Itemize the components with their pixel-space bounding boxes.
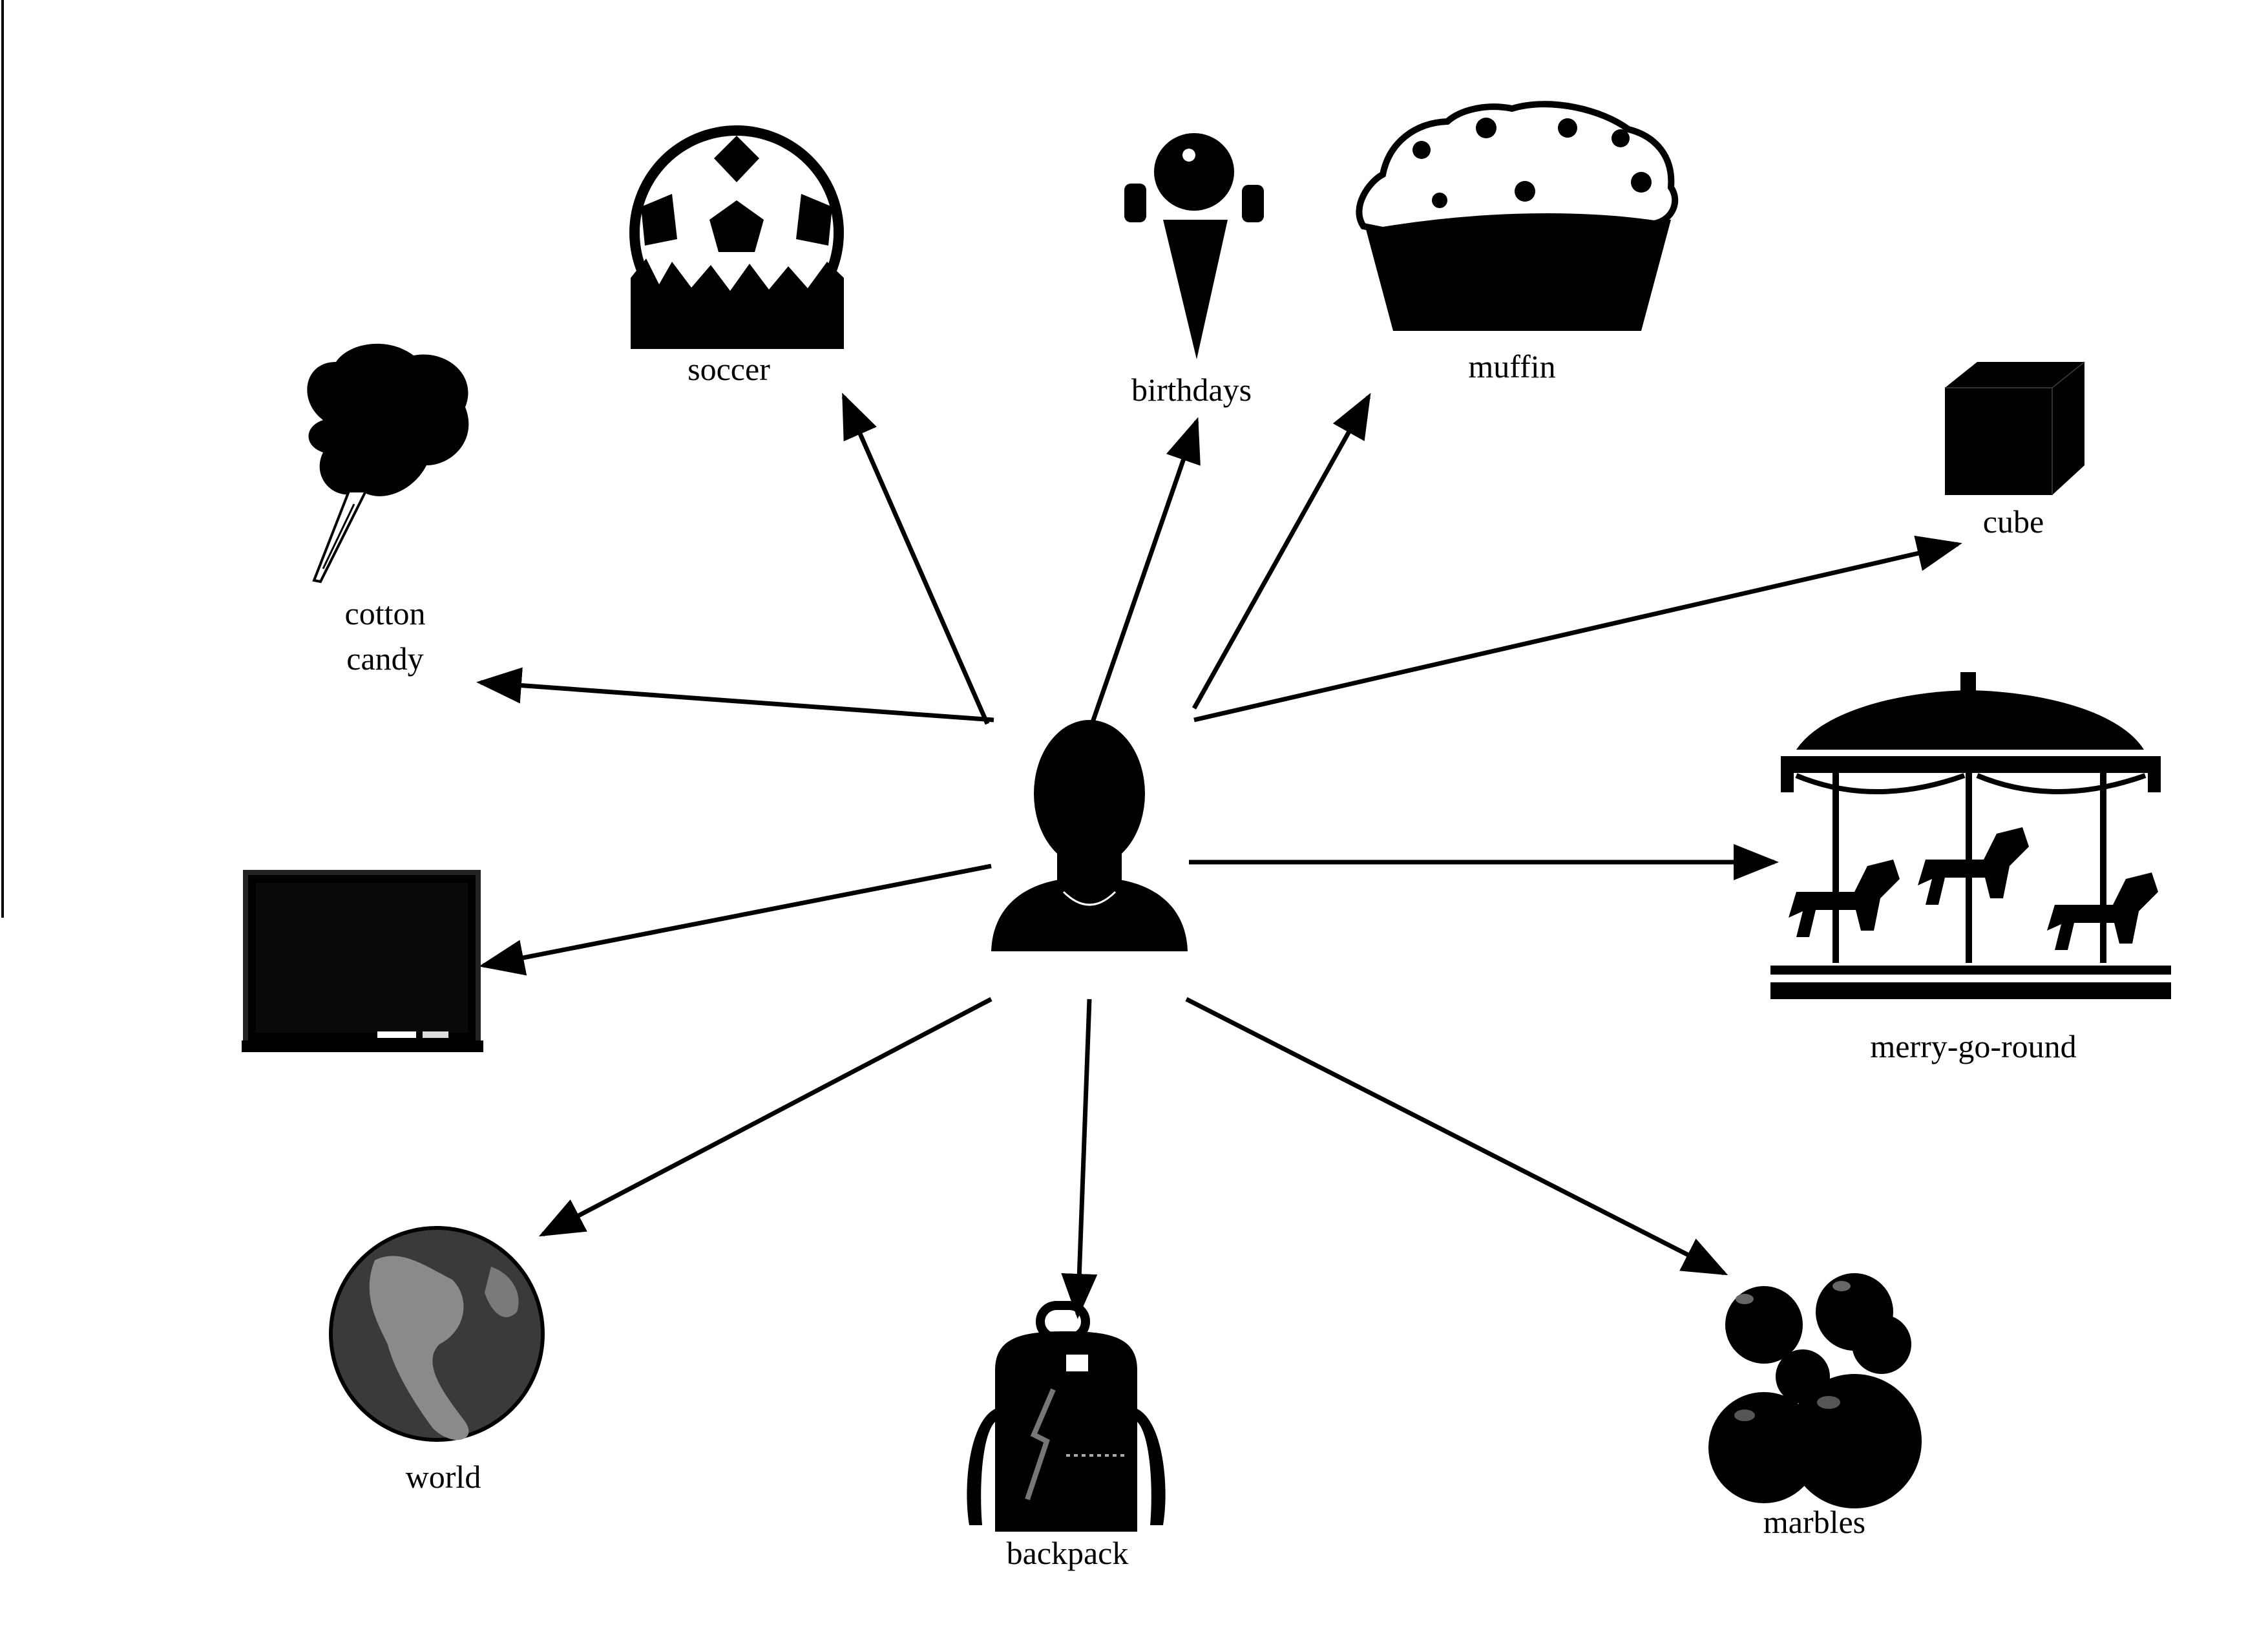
arrow-to-muffin — [1192, 392, 1371, 710]
carousel-icon — [1770, 672, 2171, 999]
muffin-label: muffin — [1468, 348, 1555, 385]
chalkboard-node — [242, 870, 483, 1052]
cube-node: cube — [1945, 361, 2085, 540]
soccer-node: soccer — [629, 125, 844, 387]
world-node: world — [329, 1226, 545, 1495]
marbles-icon — [1708, 1273, 1922, 1508]
backpack-node: backpack — [967, 1301, 1166, 1571]
birthdays-node: birthdays — [1124, 133, 1264, 408]
soccer-label: soccer — [688, 351, 770, 387]
backpack-icon — [967, 1301, 1166, 1532]
globe-icon — [329, 1226, 545, 1442]
muffin-node: muffin — [1356, 101, 1679, 385]
marbles-label: marbles — [1763, 1504, 1865, 1540]
arrow-to-soccer — [841, 392, 990, 725]
chalkboard-icon — [242, 870, 483, 1052]
edges — [476, 392, 1962, 1319]
arrow-to-cube — [1193, 535, 1962, 723]
cube-icon — [1945, 361, 2085, 495]
muffin-icon — [1356, 101, 1679, 331]
backpack-label: backpack — [1007, 1535, 1129, 1571]
cotton-candy-icon — [307, 343, 469, 584]
merry-go-round-node: merry-go-round — [1770, 672, 2171, 1064]
cotton-candy-node: cotton candy — [307, 343, 469, 677]
marbles-node: marbles — [1708, 1273, 1922, 1540]
birthdays-label: birthdays — [1131, 372, 1252, 408]
cotton-candy-label-line2: candy — [346, 640, 423, 677]
arrow-to-marbles — [1185, 997, 1728, 1276]
arrow-to-chalkboard — [479, 863, 992, 976]
ice-cream-cone-icon — [1124, 133, 1264, 359]
arrow-to-backpack — [1061, 998, 1098, 1319]
arrow-to-cotton-candy — [476, 667, 994, 723]
merry-go-round-label: merry-go-round — [1870, 1028, 2076, 1064]
soccer-ball-icon — [629, 125, 844, 349]
world-label: world — [406, 1459, 481, 1495]
arrow-to-birthdays — [1089, 417, 1201, 725]
child-silhouette-icon — [991, 720, 1188, 951]
cotton-candy-label-line1: cotton — [345, 595, 426, 631]
cube-label: cube — [1983, 503, 2044, 540]
arrow-to-world — [538, 997, 992, 1237]
